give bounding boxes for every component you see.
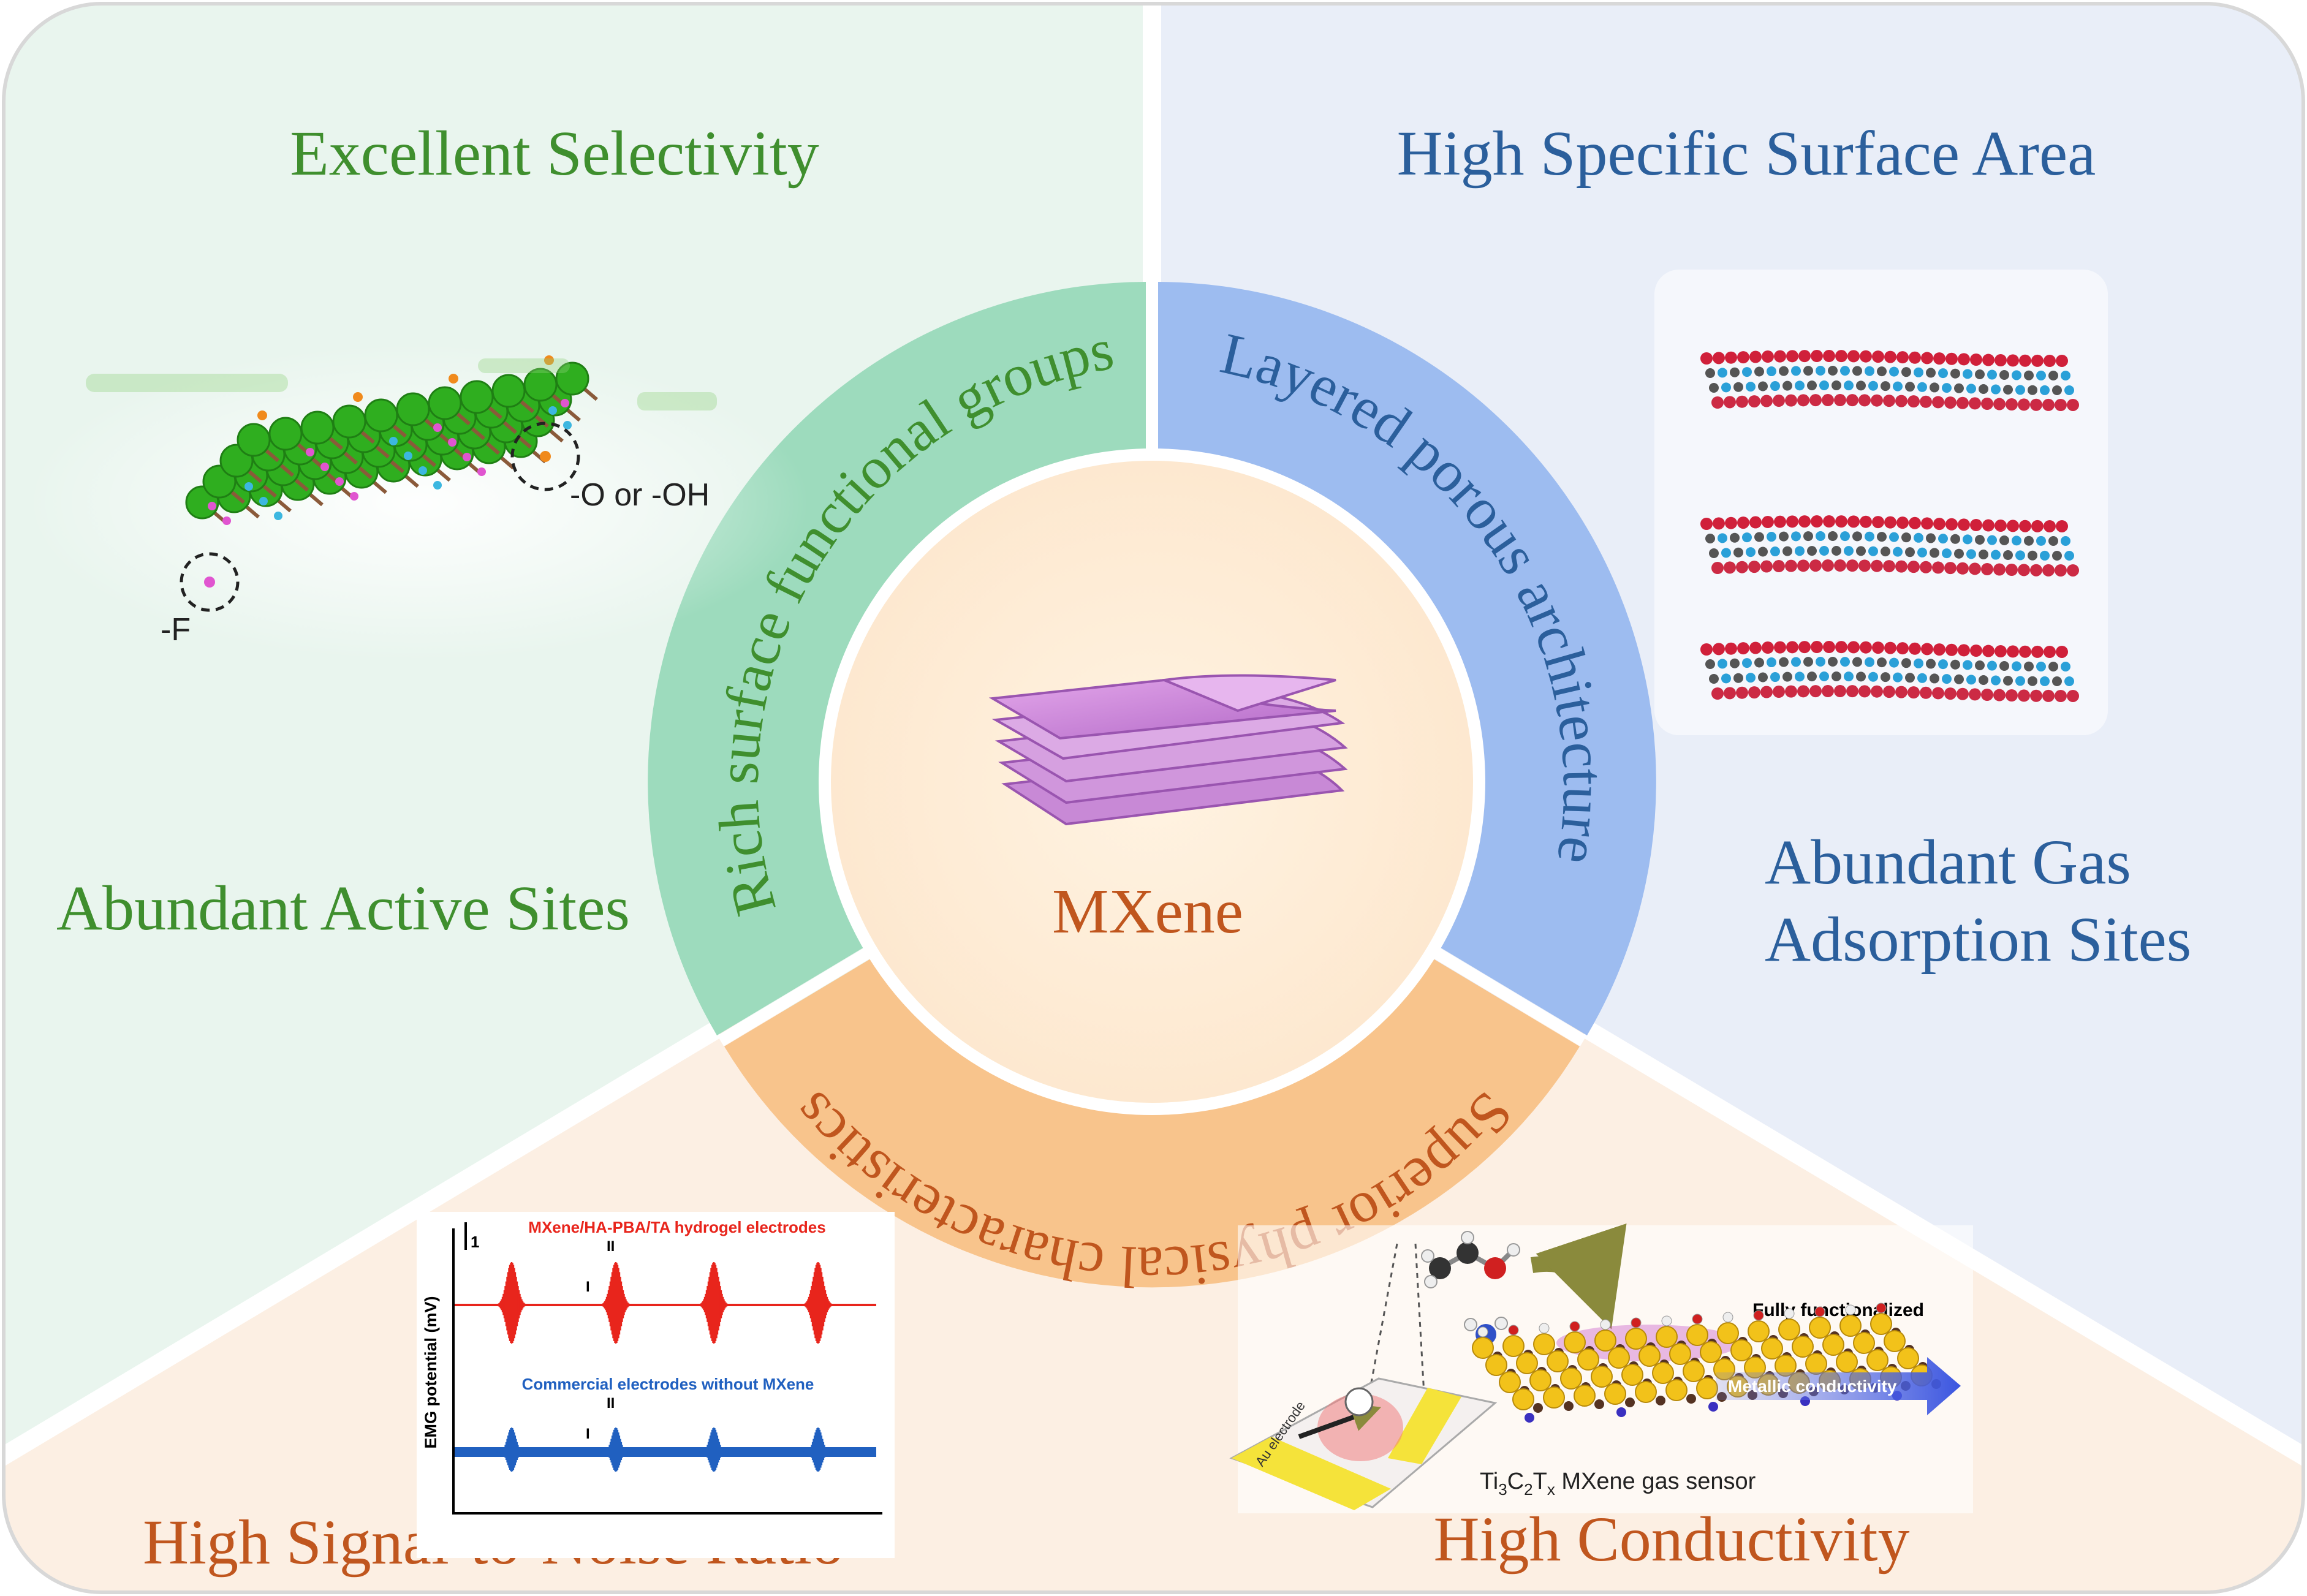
title-abundant-active-sites: Abundant Active Sites (56, 873, 630, 944)
au-electrode-left (1232, 1437, 1391, 1510)
tl-lattice (86, 355, 717, 588)
layered-structure-figure (1654, 270, 2108, 735)
label-o-or-oh: -O or -OH (570, 477, 710, 513)
title-excellent-selectivity: Excellent Selectivity (290, 118, 819, 189)
emg-axes (452, 1228, 882, 1515)
emg-trace-bottom (455, 1428, 876, 1472)
center-label: MXene (1052, 876, 1243, 947)
sensor-caption: Ti3C2Tx MXene gas sensor (1480, 1469, 1756, 1499)
title-abundant-gas: Abundant Gas (1765, 827, 2131, 898)
emg-ylabel: EMG potential (mV) (422, 1296, 440, 1449)
title-adsorption-sites: Adsorption Sites (1765, 904, 2191, 975)
ring-segment-right (1158, 282, 1656, 1035)
mxene-sheets-icon (988, 674, 1348, 826)
emg-series-bottom-label: Commercial electrodes without MXene (522, 1375, 814, 1393)
emg-scale-label: 1 (471, 1233, 479, 1251)
metallic-conductivity-arrow (1716, 1357, 1961, 1415)
label-f: -F (161, 612, 191, 648)
surface-groups-figure: -O or -OH -F (25, 343, 809, 662)
gas-sensor-figure: Au electrode Fully functionalized Metall… (1229, 1223, 1973, 1513)
emg-bottom-marker-1: I (586, 1426, 590, 1442)
divider-left (4, 1021, 722, 1466)
ring-gap-left (717, 947, 873, 1046)
emg-trace-top (455, 1262, 876, 1344)
ethanol-molecule-icon (1421, 1231, 1520, 1288)
ring-gap-right (1431, 947, 1587, 1046)
title-high-specific-surface-area: High Specific Surface Area (1397, 118, 2096, 189)
emg-figure: 1 EMG potential (mV) MXene/HA-PBA/TA hyd… (417, 1212, 895, 1558)
ring-segment-bottom (724, 958, 1580, 1288)
emg-top-marker-2: II (607, 1238, 615, 1255)
emg-series-top-label: MXene/HA-PBA/TA hydrogel electrodes (528, 1218, 825, 1236)
title-high-conductivity: High Conductivity (1433, 1504, 1909, 1575)
circle-marker-f (180, 552, 240, 612)
tr-layers (1700, 350, 2079, 702)
circle-marker-oh (510, 422, 580, 491)
adsorption-arrow-icon (1530, 1223, 1627, 1329)
emg-top-marker-1: I (586, 1279, 590, 1295)
sensor-lattice (1472, 1303, 1941, 1423)
label-metallic-conductivity: Metallic conductivity (1728, 1377, 1897, 1396)
au-electrode-right (1388, 1388, 1461, 1464)
emg-bottom-marker-2: II (607, 1395, 615, 1412)
label-fully-functionalized: Fully functionalized (1752, 1300, 1924, 1320)
